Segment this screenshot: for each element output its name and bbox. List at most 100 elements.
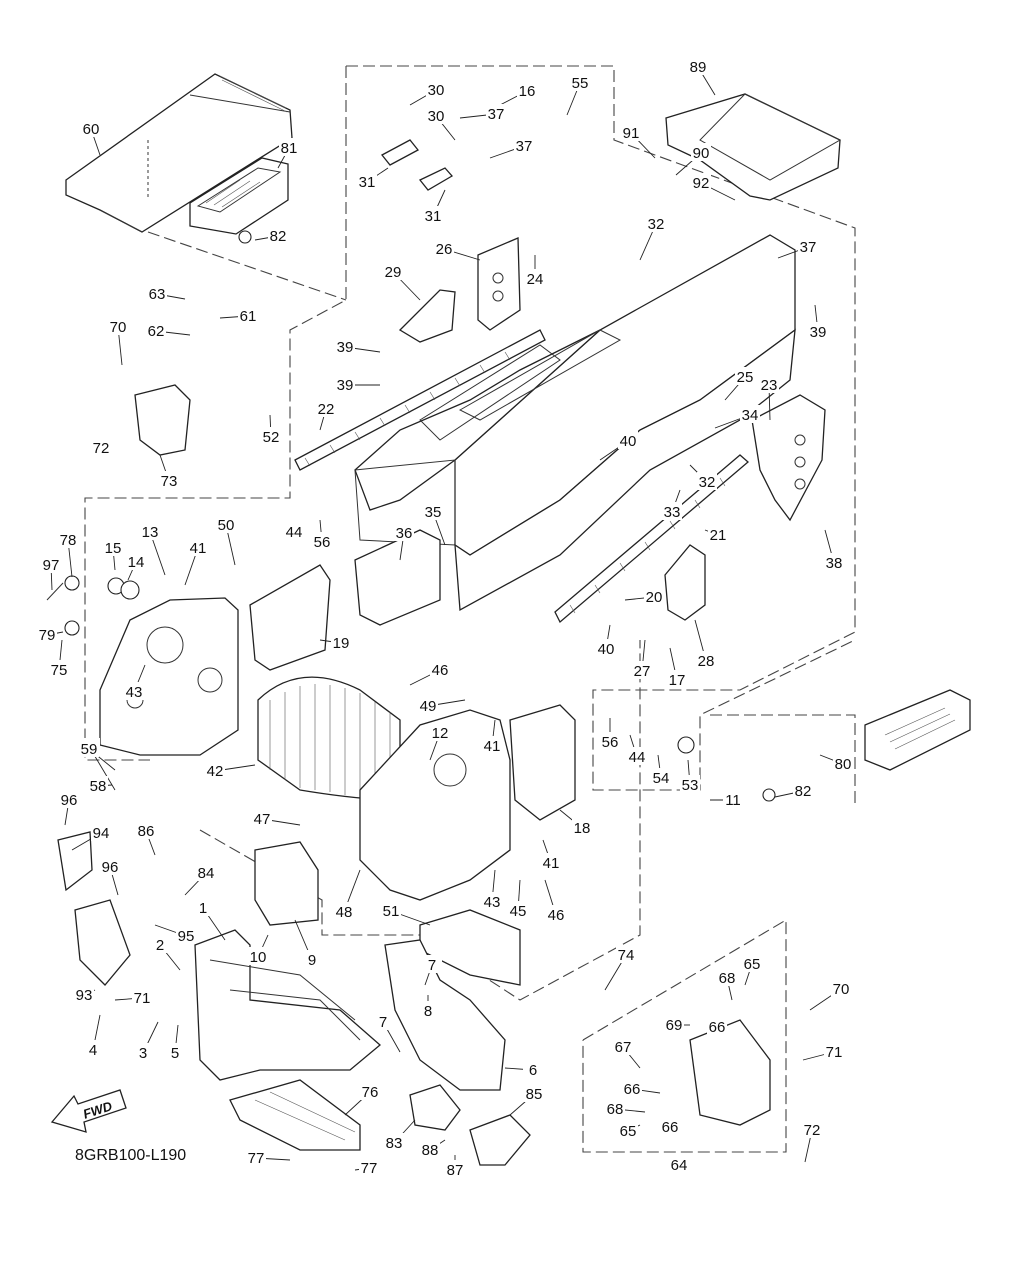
callout-number: 45 [510,903,527,920]
group-outline-16 [346,65,856,791]
callout-backing [58,530,78,548]
callout-backing [798,237,818,255]
callout-41: 41 [482,719,502,755]
callout-backing [49,660,69,678]
callout-70: 70 [108,317,128,366]
callout-83: 83 [384,1119,416,1152]
callout-number: 24 [527,271,544,288]
callout-number: 47 [254,811,271,828]
callout-number: 41 [190,540,207,557]
callout-number: 5 [171,1045,179,1062]
callout-backing [740,405,760,423]
callout-31: 31 [357,167,389,191]
callout-backing [81,119,101,137]
callout-7: 7 [373,1012,401,1053]
bracket-28 [664,544,706,621]
callout-backing [596,639,616,657]
callout-number: 63 [149,286,166,303]
callout-28: 28 [694,619,716,670]
callout-backing [572,818,592,836]
callout-backing [613,1037,633,1055]
callout-35: 35 [423,502,446,546]
callout-number: 39 [337,339,354,356]
callout-72: 72 [802,1120,822,1163]
callout-backing [59,790,79,808]
callout-number: 94 [93,825,110,842]
small-parts [46,230,776,802]
callout-4: 4 [83,1014,103,1059]
callout-82: 82 [774,781,813,800]
bumper-89 [665,93,842,201]
callout-backing [696,651,716,669]
callout-backing [735,367,755,385]
callout-number: 9 [308,952,316,969]
callout-number: 43 [126,684,143,701]
callout-number: 90 [693,145,710,162]
callout-number: 30 [428,82,445,99]
callout-number: 34 [742,407,759,424]
callout-number: 96 [102,859,119,876]
callout-33: 33 [662,489,682,521]
callout-number: 22 [318,401,335,418]
callout-26: 26 [434,239,481,261]
callout-2: 2 [150,935,181,971]
callout-number: 29 [385,264,402,281]
callout-backing [688,57,708,75]
callout-number: 78 [60,532,77,549]
callout-number: 89 [690,59,707,76]
callout-number: 37 [488,106,505,123]
callout-9: 9 [294,919,322,969]
callout-backing [246,1148,266,1166]
callout-number: 37 [800,239,817,256]
callout-number: 79 [39,627,56,644]
callout-80: 80 [819,754,853,773]
callout-backing [667,670,687,688]
callout-backing [140,522,160,540]
callout-number: 51 [383,903,400,920]
callout-backing [418,696,438,714]
fwd-arrow-icon: FWD [50,1089,127,1133]
callout-25: 25 [724,367,755,401]
callout-backing [146,321,166,339]
callout-47: 47 [252,809,301,828]
callout-backing [74,985,94,1003]
callout-backing [669,1155,689,1173]
callout-68: 68 [717,968,737,1001]
callout-48: 48 [334,869,361,921]
callout-backing [176,926,196,944]
callout-number: 67 [615,1039,632,1056]
panel-35-36 [354,529,441,626]
callout-number: 28 [698,653,715,670]
bracket-18 [509,704,576,821]
callout-number: 44 [629,749,646,766]
callout-backing [41,555,61,573]
callout-number: 66 [662,1119,679,1136]
callout-63: 63 [147,284,186,303]
panel-19 [249,564,331,671]
callout-number: 1 [199,900,207,917]
callout-backing [824,1042,844,1060]
housing-73 [134,384,191,456]
callout-backing [279,138,299,156]
callout-number: 77 [361,1160,378,1177]
callout-number: 18 [574,820,591,837]
callout-number: 48 [336,904,353,921]
callout-backing [430,660,450,678]
callout-50: 50 [216,515,236,566]
callout-backing [360,1082,380,1100]
callout-backing [426,106,446,124]
callout-68: 68 [605,1099,646,1118]
callout-5: 5 [165,1024,185,1062]
callout-backing [136,821,156,839]
callout-backing [759,375,779,393]
callout-backing [524,1084,544,1102]
callout-23: 23 [759,375,779,421]
callout-backing [193,898,213,916]
callout-number: 54 [653,770,670,787]
callout-number: 32 [699,474,716,491]
callout-21: 21 [704,525,728,544]
callout-number: 80 [835,756,852,773]
callout-46: 46 [544,879,566,924]
callout-number: 12 [432,725,449,742]
callout-36: 36 [394,523,414,561]
